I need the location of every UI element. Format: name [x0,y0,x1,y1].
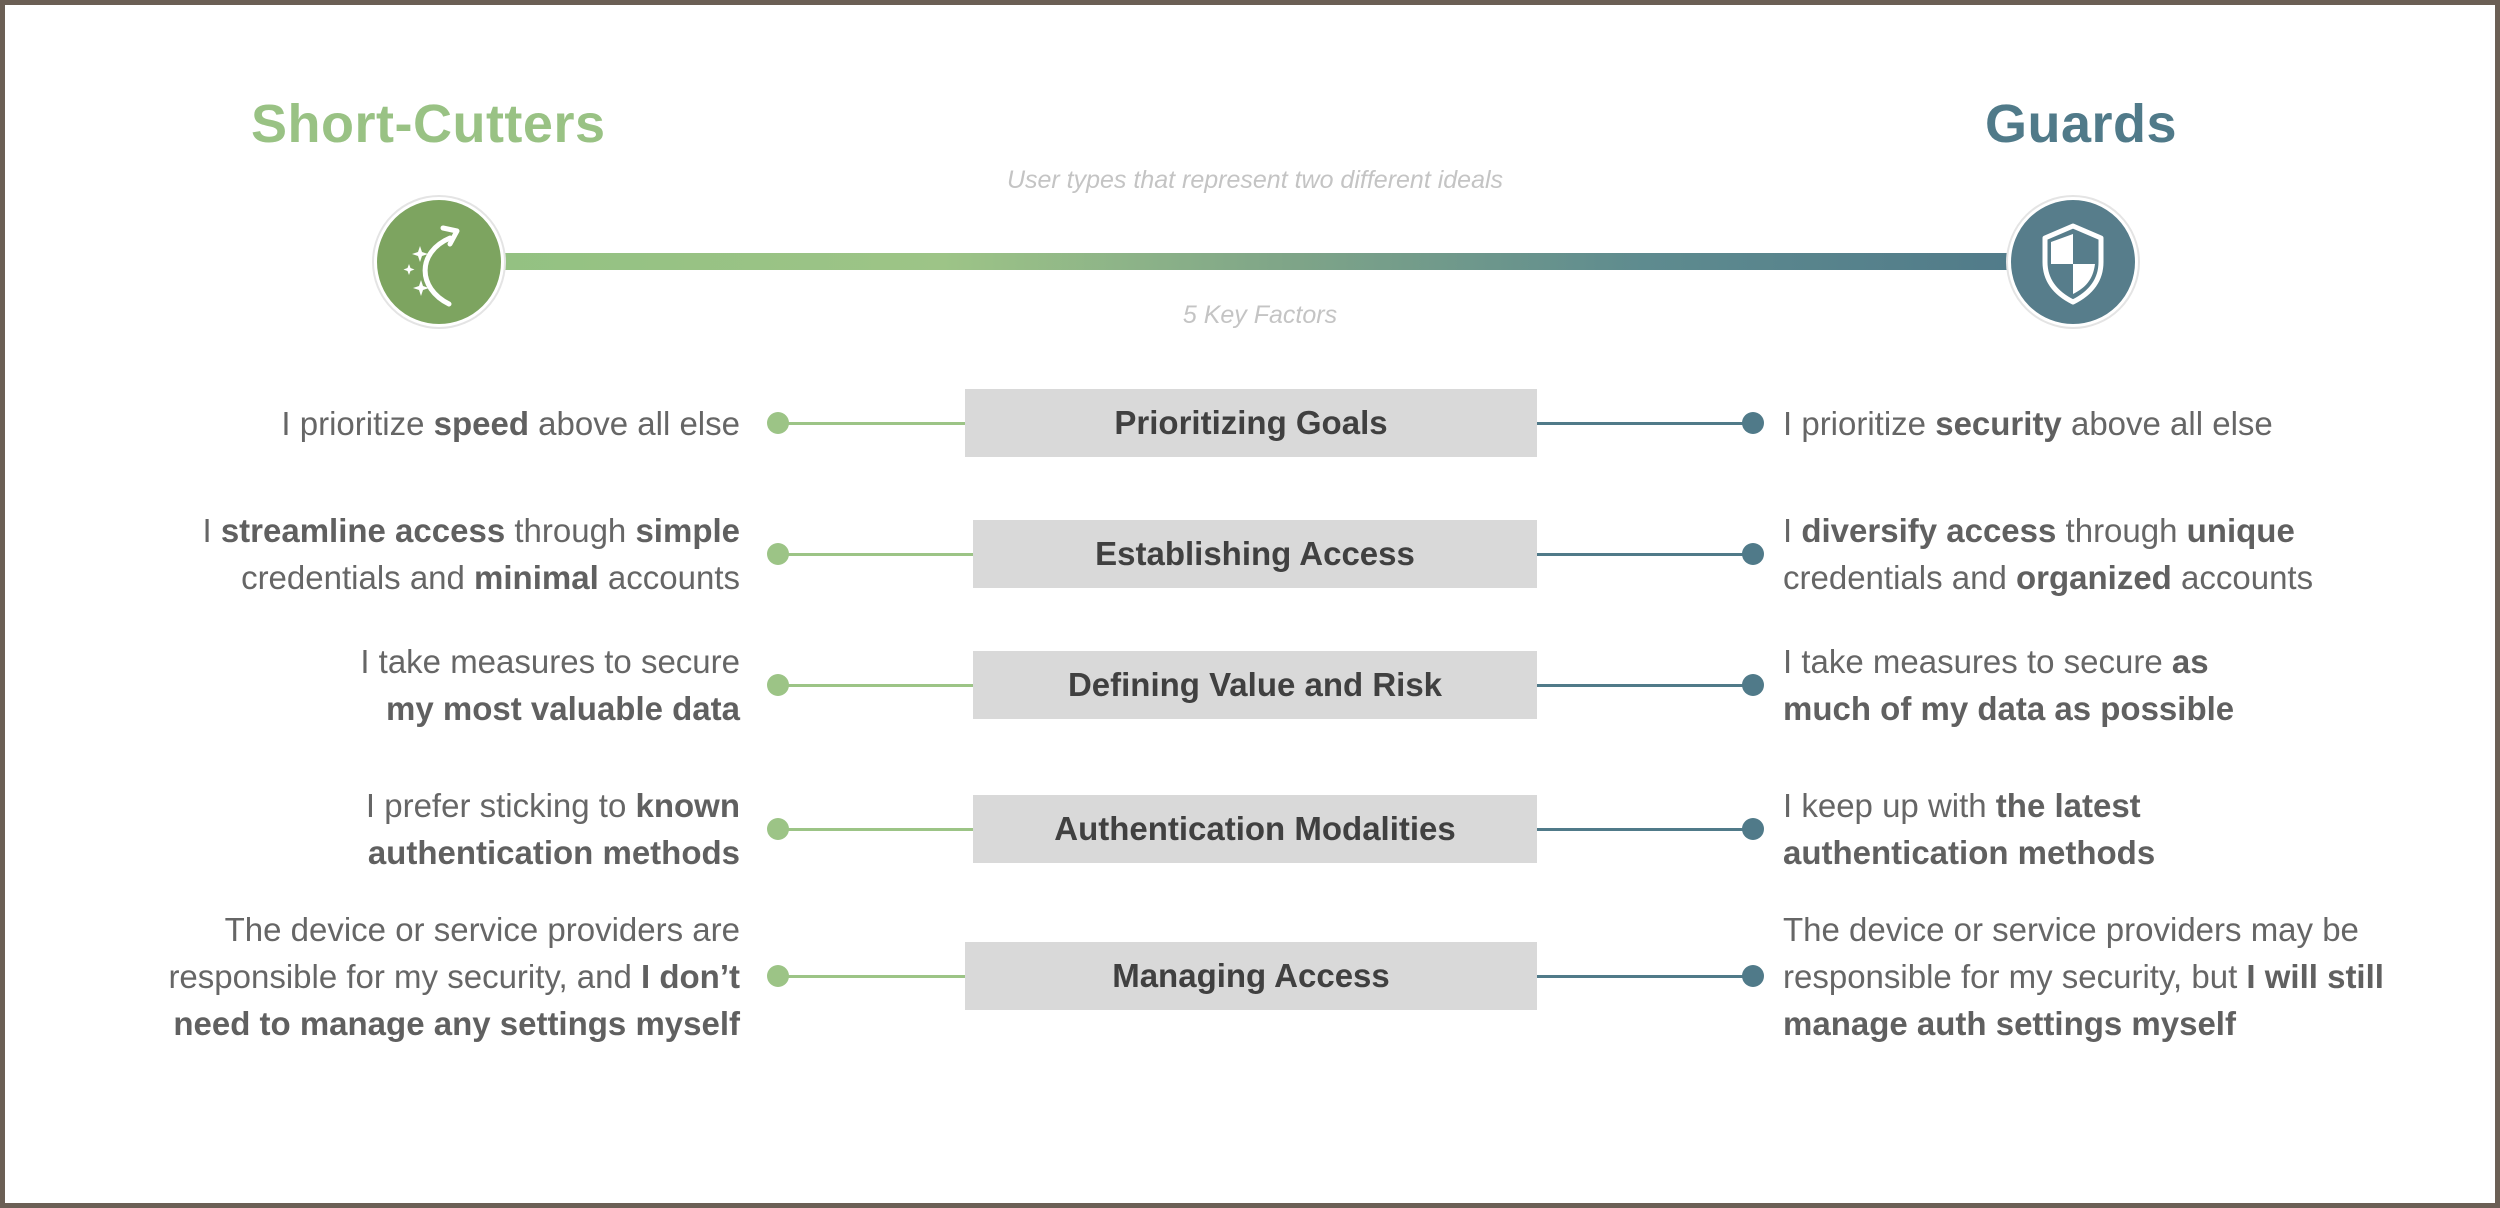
short-cutter-connector [778,975,965,978]
guard-dot [1742,818,1764,840]
statement-emphasis: I don’t need to manage any settings myse… [173,957,740,1042]
statement-text: through [505,512,636,549]
guard-dot [1742,543,1764,565]
guard-statement: The device or service providers may be r… [1783,906,2423,1047]
factor-label-box: Prioritizing Goals [965,389,1537,457]
magic-shortcut-icon [403,225,460,307]
guard-statement: I diversify access through unique creden… [1783,507,2383,601]
statement-text: above all else [2061,404,2273,442]
short-cutter-statement: I prioritize speed above all else [180,400,740,447]
short-cutter-connector [778,422,965,425]
statement-emphasis: I will still manage auth settings myself [1783,957,2384,1042]
guard-connector [1537,975,1753,978]
statement-text: The device or service providers may be r… [1783,910,2359,995]
short-cutters-badge [374,197,504,327]
statement-text: credentials and [1783,559,2016,596]
statement-text: above all else [529,404,740,442]
statement-text: I prioritize [281,404,434,442]
short-cutter-statement: The device or service providers are resp… [100,906,740,1047]
statement-text: I take measures to secure [360,643,740,680]
spectrum-bar [475,253,2035,270]
statement-text: I prefer sticking to [365,787,636,824]
user-types-caption: User types that represent two different … [1006,166,1504,194]
guard-statement: I take measures to secure as much of my … [1783,638,2263,732]
statement-emphasis: streamline access [220,512,506,549]
statement-text: I keep up with [1783,787,1996,824]
key-factors-caption: 5 Key Factors [1182,301,1338,329]
statement-emphasis: the latest authentication methods [1783,787,2156,871]
statement-text: I [202,512,221,549]
guards-title: Guards [1985,94,2178,154]
factor-label-box: Authentication Modalities [973,795,1537,863]
short-cutter-connector [778,553,973,556]
short-cutter-connector [778,828,973,831]
statement-emphasis: minimal [474,559,599,596]
factor-label-box: Establishing Access [973,520,1537,588]
factor-label-box: Managing Access [965,942,1537,1010]
guard-connector [1537,422,1753,425]
short-cutter-connector [778,684,973,687]
shield-icon [2042,223,2104,305]
guard-dot [1742,412,1764,434]
guard-connector [1537,684,1753,687]
statement-emphasis: known authentication methods [367,787,740,871]
short-cutter-statement: I streamline access through simple crede… [140,507,740,601]
guard-statement: I prioritize security above all else [1783,400,2343,447]
statement-emphasis: diversify access [1801,512,2057,549]
statement-emphasis: organized [2015,559,2172,596]
statement-text: I take measures to secure [1783,643,2172,680]
guard-dot [1742,965,1764,987]
guard-statement: I keep up with the latest authentication… [1783,782,2183,876]
guard-dot [1742,674,1764,696]
statement-emphasis: speed [433,404,530,442]
statement-text: credentials and [241,559,475,596]
statement-emphasis: security [1935,404,2062,442]
guard-connector [1537,553,1753,556]
statement-text: through [2056,512,2187,549]
statement-text: I prioritize [1783,404,1936,442]
statement-emphasis: my most valuable data [386,690,740,727]
statement-emphasis: as much of my data as possible [1783,643,2235,727]
statement-text: I [1783,512,1802,549]
short-cutter-statement: I take measures to secure my most valuab… [320,638,740,732]
statement-emphasis: unique [2186,512,2295,549]
factor-label-box: Defining Value and Risk [973,651,1537,719]
statement-text: accounts [2171,559,2314,596]
guards-badge [2008,197,2138,327]
statement-text: The device or service providers are resp… [168,910,740,995]
short-cutter-statement: I prefer sticking to known authenticatio… [320,782,740,876]
statement-text: accounts [598,559,740,596]
short-cutters-title: Short-Cutters [251,94,606,154]
statement-emphasis: simple [635,512,740,549]
guard-connector [1537,828,1753,831]
